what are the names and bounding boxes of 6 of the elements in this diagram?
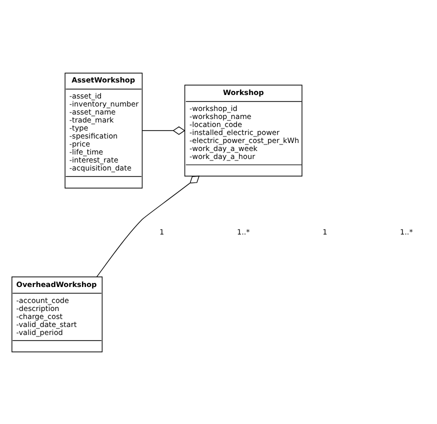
label: 1 [322, 226, 327, 236]
label: 1 [159, 226, 164, 236]
connector [142, 126, 185, 134]
label: 1..* [236, 226, 250, 236]
connector [96, 175, 200, 277]
label: 1..* [400, 226, 412, 236]
